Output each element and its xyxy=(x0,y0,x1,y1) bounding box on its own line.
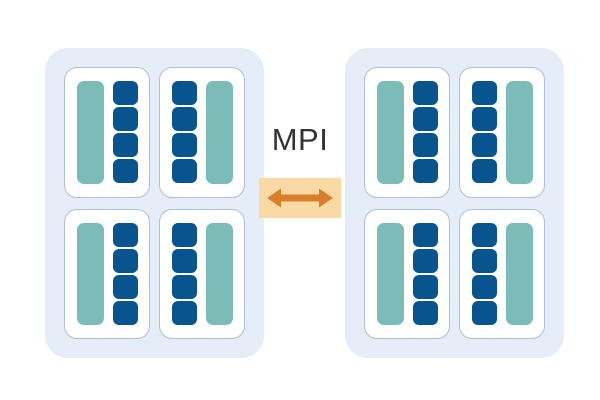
node-panel-left xyxy=(45,48,264,358)
core-unit xyxy=(412,107,438,132)
core-unit xyxy=(471,300,497,325)
core-stack xyxy=(112,81,138,184)
core-unit xyxy=(471,222,497,247)
core-unit xyxy=(112,107,138,132)
node-panel-right xyxy=(345,48,564,358)
memory-bar xyxy=(205,81,233,184)
core-unit xyxy=(171,248,197,273)
core-unit xyxy=(412,274,438,299)
mpi-arrow-band xyxy=(259,178,341,218)
core-stack xyxy=(412,81,438,184)
core-stack xyxy=(471,222,497,326)
memory-bar xyxy=(376,222,404,325)
core-stack xyxy=(171,81,197,184)
socket-card xyxy=(64,67,150,198)
socket-grid-left xyxy=(64,67,245,339)
core-unit xyxy=(471,274,497,299)
core-unit xyxy=(112,159,138,184)
socket-card xyxy=(459,67,545,198)
core-stack xyxy=(412,222,438,326)
core-unit xyxy=(171,222,197,247)
socket-card xyxy=(364,208,450,339)
core-unit xyxy=(412,81,438,105)
core-unit xyxy=(171,300,197,325)
core-unit xyxy=(112,133,138,158)
socket-card xyxy=(159,208,245,339)
core-unit xyxy=(171,274,197,299)
core-unit xyxy=(412,159,438,184)
memory-bar xyxy=(376,81,404,184)
core-stack xyxy=(171,222,197,326)
memory-bar xyxy=(76,222,104,325)
core-unit xyxy=(471,159,497,184)
memory-bar xyxy=(76,81,104,184)
core-stack xyxy=(112,222,138,326)
core-unit xyxy=(112,248,138,273)
core-unit xyxy=(171,81,197,105)
socket-card xyxy=(364,67,450,198)
double-headed-horizontal-arrow-icon xyxy=(267,188,333,208)
memory-bar xyxy=(505,222,533,325)
socket-card xyxy=(159,67,245,198)
core-unit xyxy=(112,300,138,325)
memory-bar xyxy=(205,222,233,325)
core-unit xyxy=(412,248,438,273)
core-unit xyxy=(471,107,497,132)
core-unit xyxy=(412,222,438,247)
core-unit xyxy=(112,222,138,247)
core-unit xyxy=(471,133,497,158)
mpi-label: MPI xyxy=(271,122,329,157)
core-unit xyxy=(171,159,197,184)
core-unit xyxy=(171,133,197,158)
socket-card xyxy=(459,208,545,339)
core-unit xyxy=(412,300,438,325)
core-unit xyxy=(471,81,497,105)
core-unit xyxy=(112,274,138,299)
core-unit xyxy=(112,81,138,105)
core-unit xyxy=(412,133,438,158)
memory-bar xyxy=(505,81,533,184)
socket-card xyxy=(64,208,150,339)
core-unit xyxy=(471,248,497,273)
core-stack xyxy=(471,81,497,184)
core-unit xyxy=(171,107,197,132)
socket-grid-right xyxy=(364,67,545,339)
interconnect-mpi: MPI xyxy=(259,120,341,220)
